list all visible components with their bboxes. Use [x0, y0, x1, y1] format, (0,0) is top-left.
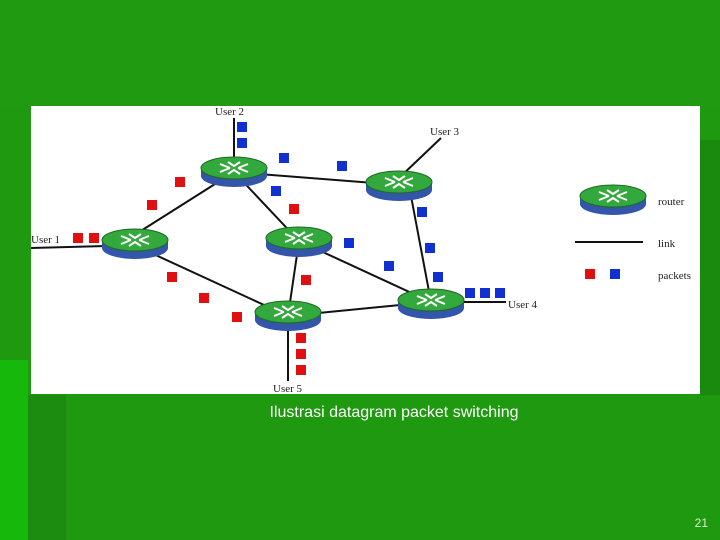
- packet-red: [199, 293, 209, 303]
- packet-red: [296, 333, 306, 343]
- slide-number: 21: [694, 516, 708, 530]
- decorative-bar: [0, 360, 28, 540]
- packet-blue: [433, 272, 443, 282]
- blue-packets: [237, 122, 620, 298]
- slide-header-area: [0, 0, 720, 106]
- packet-red: [296, 365, 306, 375]
- packet-red: [167, 272, 177, 282]
- packet-blue: [425, 243, 435, 253]
- legend-packets-label: packets: [658, 270, 691, 282]
- packet-red: [147, 200, 157, 210]
- legend-router-label: router: [658, 196, 685, 208]
- packet-blue: [337, 161, 347, 171]
- packet-red: [296, 349, 306, 359]
- legend-link-label: link: [658, 238, 676, 250]
- figure-caption: Ilustrasi datagram packet switching: [269, 404, 519, 421]
- router-icon: [265, 226, 333, 258]
- network-diagram: User 2 User 3 User 1 User 4 User 5 route…: [31, 106, 700, 394]
- packet-red: [175, 177, 185, 187]
- label-user4: User 4: [508, 299, 538, 311]
- packet-blue: [417, 207, 427, 217]
- decorative-bar: [700, 140, 720, 395]
- packet-blue: [237, 122, 247, 132]
- label-user5: User 5: [273, 383, 303, 394]
- packet-red: [232, 312, 242, 322]
- network-diagram-svg: User 2 User 3 User 1 User 4 User 5 route…: [31, 106, 691, 394]
- label-user1: User 1: [31, 234, 60, 246]
- packet-red: [301, 275, 311, 285]
- legend-router-icon: [579, 184, 647, 216]
- link-r3-r4: [410, 195, 432, 303]
- packet-blue: [495, 288, 505, 298]
- router-icon: [365, 170, 433, 202]
- red-packets: [73, 177, 595, 375]
- packet-blue: [279, 153, 289, 163]
- packet-blue: [465, 288, 475, 298]
- packet-red: [73, 233, 83, 243]
- router-icon: [101, 228, 169, 260]
- legend-packet-blue: [610, 269, 620, 279]
- packet-blue: [271, 186, 281, 196]
- packet-blue: [344, 238, 354, 248]
- router-icon: [397, 288, 465, 320]
- packet-blue: [237, 138, 247, 148]
- packet-red: [89, 233, 99, 243]
- label-user2: User 2: [215, 106, 244, 118]
- router-icon: [254, 300, 322, 332]
- packet-blue: [384, 261, 394, 271]
- packet-blue: [480, 288, 490, 298]
- link-user1-r1: [31, 245, 107, 249]
- decorative-bar: [28, 395, 66, 540]
- packet-red: [289, 204, 299, 214]
- router-icon: [200, 156, 268, 188]
- label-user3: User 3: [430, 126, 460, 138]
- legend-packet-red: [585, 269, 595, 279]
- link-r1-r5: [135, 245, 289, 317]
